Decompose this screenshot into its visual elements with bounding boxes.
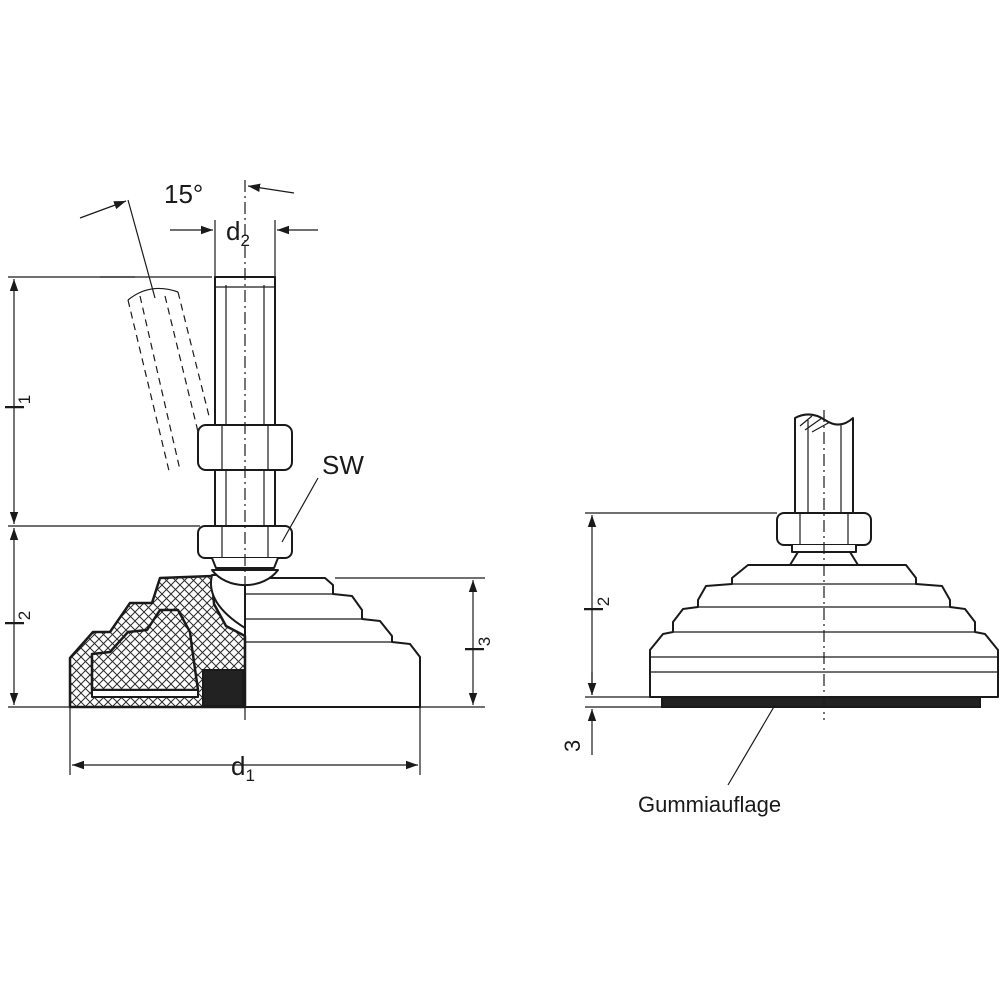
l1-label: l1 bbox=[0, 395, 34, 410]
base-left-section bbox=[68, 574, 247, 709]
angle-label: 15° bbox=[164, 179, 203, 209]
d1-label: d1 bbox=[231, 751, 255, 785]
pad-thickness-label: 3 bbox=[560, 740, 585, 752]
d2-label: d2 bbox=[226, 216, 250, 250]
left-view: 15° d2 SW d1 l1 l2 l3 bbox=[0, 179, 494, 785]
l2-right-label: l2 bbox=[579, 597, 613, 612]
base-right-half bbox=[244, 577, 421, 708]
l3-label: l3 bbox=[460, 637, 494, 652]
l2-label: l2 bbox=[0, 611, 34, 626]
rubber-pad-leader bbox=[727, 704, 776, 786]
tilted-stud-outline bbox=[127, 287, 211, 476]
right-view: l2 3 Gummiauflage bbox=[560, 410, 999, 817]
right-dimensions bbox=[585, 512, 777, 786]
left-dimensions bbox=[8, 183, 485, 775]
rubber-pad bbox=[661, 696, 981, 708]
sw-label: SW bbox=[322, 450, 364, 480]
sw-leader bbox=[281, 477, 319, 543]
rubber-pad-label: Gummiauflage bbox=[638, 792, 781, 817]
